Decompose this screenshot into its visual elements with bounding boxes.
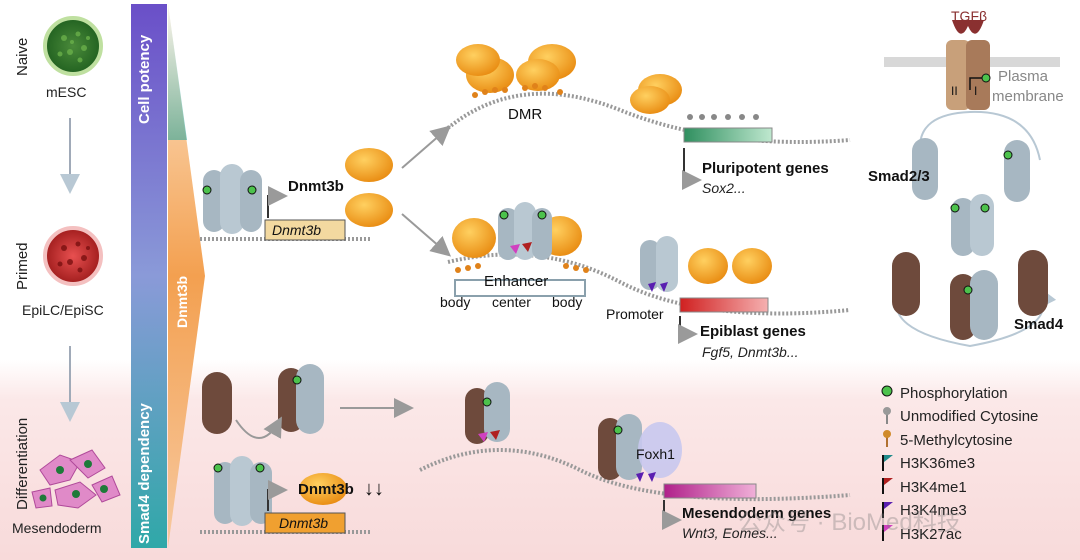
smad-cycle (892, 110, 1057, 348)
legend-label: Unmodified Cytosine (900, 408, 1039, 425)
mesc-cell-icon (43, 16, 103, 76)
gene-dnmt3b-top: Dnmt3b (272, 222, 322, 238)
legend-item: H3K4me1 (880, 477, 967, 497)
phospho-dot-icon (880, 384, 894, 402)
label-enhancer: Enhancer (484, 273, 549, 290)
label-receptor-i: I (974, 84, 978, 98)
magenta-flag-icon (880, 523, 894, 545)
label-receptor-ii: II (951, 84, 958, 98)
legend-item: 5-Methylcytosine (880, 430, 1013, 450)
label-body-left: body (440, 294, 471, 310)
dmr-dna-strand (446, 44, 851, 190)
epiblast-genes-sub: Fgf5, Dnmt3b... (702, 344, 799, 360)
label-plasma: Plasma (998, 68, 1049, 85)
red-flag-icon (880, 476, 894, 498)
purple-flag-icon (880, 500, 894, 522)
legend-label: Phosphorylation (900, 384, 1008, 402)
label-mesc: mESC (46, 84, 87, 100)
smad-complex-top (202, 164, 262, 234)
legend-label: H3K4me3 (900, 502, 967, 519)
label-promoter: Promoter (606, 306, 664, 322)
label-dnmt3b-bar: Dnmt3b (174, 275, 190, 328)
label-body-right: body (552, 294, 583, 310)
label-smad4-dependency: Smad4 dependency (136, 403, 153, 544)
legend-label: H3K27ac (900, 525, 962, 543)
dnmt3b-gene-box-top (264, 219, 346, 241)
enhancer-dna-strand (447, 202, 851, 344)
stage-differentiation: Differentiation (14, 417, 31, 510)
legend-label: H3K4me1 (900, 478, 967, 496)
mesendoderm-genes-title: Mesendoderm genes (682, 505, 832, 522)
tss-arrow-bottom (267, 480, 288, 511)
orange-lollipop-icon (880, 429, 894, 451)
label-center: center (492, 294, 531, 310)
dnmt3b-proteins-top (345, 148, 393, 227)
protein-dnmt3b-bottom: Dnmt3b (298, 481, 354, 498)
legend-label: H3K36me3 (900, 455, 976, 472)
tgfb-receptor (884, 20, 1060, 110)
legend-item: Unmodified Cytosine (880, 406, 1039, 428)
legend-item: H3K4me3 (880, 501, 967, 521)
mesendoderm-genes-sub: Wnt3, Eomes... (682, 525, 778, 541)
label-foxh1: Foxh1 (636, 446, 675, 462)
potency-dependency-bar (131, 4, 167, 548)
teal-flag-icon (880, 453, 894, 475)
protein-dnmt3b-top: Dnmt3b (288, 178, 344, 195)
label-cell-potency: Cell potency (136, 34, 153, 124)
tss-arrow-top (267, 186, 288, 218)
label-membrane: membrane (992, 88, 1064, 105)
mesendoderm-cells-icon (31, 449, 121, 509)
label-mesendoderm: Mesendoderm (12, 520, 102, 536)
watermark: 公众号 · BioMed科技 (738, 509, 961, 536)
legend-label: 5-Methylcytosine (900, 431, 1013, 449)
epilc-cell-icon (43, 226, 103, 286)
legend-item: Phosphorylation (880, 383, 1008, 403)
label-tgfb: TGFβ (951, 8, 988, 24)
pluripotent-genes-sub: Sox2... (702, 180, 746, 196)
dnmt3b-protein-bottom (299, 473, 347, 505)
label-smad23: Smad2/3 (868, 168, 930, 185)
dnmt3b-gene-box-bottom (264, 512, 346, 534)
grey-lollipop-icon (880, 406, 894, 428)
smad4-recruitment (202, 364, 414, 439)
gene-dnmt3b-bottom: Dnmt3b (279, 515, 329, 531)
mesendoderm-dna-strand (419, 382, 851, 530)
downregulation-arrows: ↓↓ (364, 478, 384, 500)
label-epilc: EpiLC/EpiSC (22, 302, 104, 318)
branch-arrow-down (401, 213, 452, 257)
label-smad4: Smad4 (1014, 316, 1064, 333)
pluripotent-genes-title: Pluripotent genes (702, 160, 829, 177)
dnmt3b-level-bar (168, 4, 205, 548)
stage-primed: Primed (14, 242, 31, 290)
stage-naive: Naive (14, 37, 31, 76)
legend-item: H3K36me3 (880, 454, 975, 474)
label-dmr: DMR (508, 106, 543, 123)
branch-arrow-up (401, 125, 452, 169)
smad-complex-bottom (213, 456, 272, 526)
legend-item: H3K27ac (880, 524, 962, 544)
epiblast-genes-title: Epiblast genes (700, 323, 806, 340)
